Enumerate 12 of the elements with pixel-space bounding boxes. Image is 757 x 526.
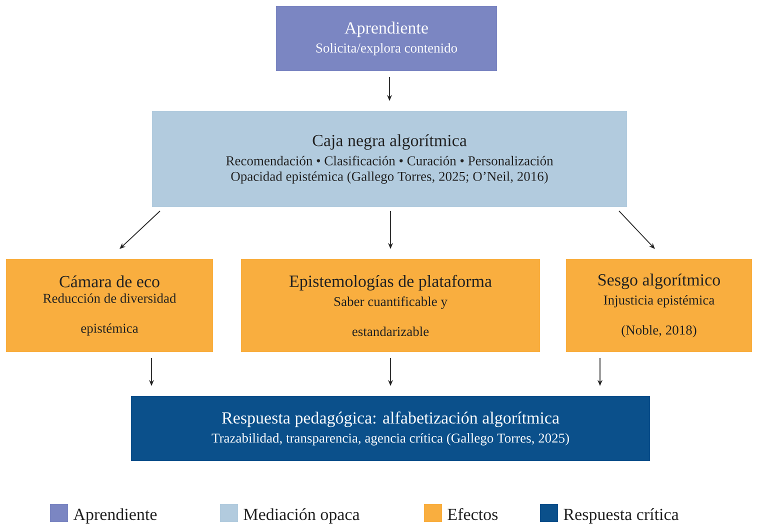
- box: Aprendiente Solicita/explora contenido: [276, 6, 497, 71]
- box: Respuesta pedagógica: alfabetización algorítmica Trazabilidad, transparencia, agencia crítica (Gallego Torres, 2025): [131, 396, 650, 461]
- box: Cámara de eco Reducción de diversidad epistémica: [6, 258, 213, 352]
- legend-label: Aprendiente: [73, 508, 157, 524]
- legend-label: Respuesta crítica: [564, 508, 679, 524]
- box: Caja negra algorítmica Recomendación • Clasificación • Curación • Personalización Opacidad epistémica (Gallego Torres, 2025; O’Neil, 2016): [152, 110, 627, 207]
- arrow: [618, 210, 655, 249]
- box: Epistemologías de plataforma Saber cuantificable y estandarizable: [241, 258, 540, 352]
- legend-label: Mediación opaca: [244, 508, 360, 524]
- arrow: [120, 210, 160, 249]
- legend-label: Efectos: [448, 508, 498, 520]
- box: Sesgo algorítmico Injusticia epistémica (Noble, 2018): [566, 258, 752, 352]
